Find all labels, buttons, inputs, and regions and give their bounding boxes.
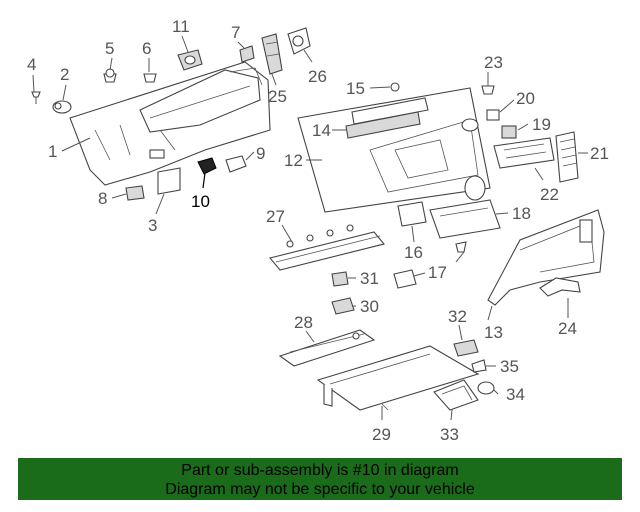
part-25-bracket — [261, 33, 283, 75]
part-5-clip — [103, 68, 117, 83]
part-7-bracket — [239, 45, 255, 63]
callout-17: 17 — [428, 263, 447, 282]
callout-18: 18 — [512, 204, 531, 223]
callout-11: 11 — [172, 17, 190, 36]
callout-26: 26 — [308, 67, 327, 86]
banner-line-1: Part or sub-assembly is #10 in diagram — [181, 462, 459, 479]
callout-6: 6 — [142, 39, 151, 58]
callout-3: 3 — [148, 216, 157, 235]
part-6-clip — [143, 73, 157, 83]
callout-27: 27 — [266, 207, 285, 226]
callout-28: 28 — [294, 313, 313, 332]
callout-31: 31 — [360, 269, 379, 288]
callout-21: 21 — [590, 144, 609, 163]
part-18-tray — [429, 175, 501, 239]
part-12-quarter-panel — [297, 87, 491, 213]
part-17-clip — [455, 241, 467, 253]
callout-7: 7 — [231, 23, 240, 42]
callout-24: 24 — [558, 319, 577, 338]
callout-20: 20 — [516, 89, 535, 108]
part-27-tonneau-cover — [269, 224, 385, 271]
callout-22: 22 — [540, 185, 559, 204]
callout-19: 19 — [532, 115, 551, 134]
callout-12: 12 — [284, 151, 303, 170]
callout-5: 5 — [105, 39, 114, 58]
part-13-lower-trim — [487, 209, 605, 306]
part-15-clip — [390, 82, 400, 92]
part-17b-cup — [393, 269, 417, 289]
callout-1: 1 — [48, 142, 57, 161]
callout-4: 4 — [27, 55, 36, 74]
part-23-clip — [481, 85, 495, 95]
part-29-deck-board — [316, 345, 480, 411]
part-20-clip — [486, 109, 500, 121]
callout-2: 2 — [60, 65, 69, 84]
part-19-clip — [501, 125, 517, 139]
part-4-screw — [31, 91, 41, 104]
part-3-pad — [157, 167, 181, 195]
callout-35: 35 — [500, 357, 519, 376]
part-1-headliner — [69, 61, 271, 186]
part-22-garnish — [493, 137, 555, 169]
part-21-vent — [555, 131, 579, 183]
callout-14: 14 — [312, 121, 331, 140]
part-11-bracket — [177, 49, 203, 71]
callout-25: 25 — [268, 87, 287, 106]
part-8-clip — [125, 185, 145, 201]
part-2-clip — [52, 100, 72, 114]
callout-34: 34 — [506, 385, 525, 404]
part-24-hook — [539, 277, 581, 297]
callout-10: 10 — [191, 192, 210, 211]
part-31-clip — [331, 271, 349, 287]
part-26-lamp — [287, 27, 311, 55]
callout-16: 16 — [404, 243, 423, 262]
parts-diagram: 1 2 3 4 5 6 7 8 9 10 11 12 13 14 15 16 1… — [27, 17, 609, 444]
callout-33: 33 — [440, 425, 459, 444]
part-9-clip — [225, 155, 247, 173]
part-34-clip — [477, 381, 495, 395]
info-banner: Part or sub-assembly is #10 in diagram D… — [18, 458, 622, 500]
part-16-box — [397, 201, 427, 227]
callout-30: 30 — [360, 297, 379, 316]
part-10-highlighted — [197, 157, 217, 189]
callout-8: 8 — [98, 189, 107, 208]
callout-13: 13 — [484, 323, 503, 342]
part-28-panel — [278, 329, 376, 367]
leader-lines — [32, 35, 588, 421]
banner-line-2: Diagram may not be specific to your vehi… — [165, 481, 475, 498]
part-33-cover — [433, 379, 479, 411]
callout-labels: 1 2 3 4 5 6 7 8 9 10 11 12 13 14 15 16 1… — [27, 17, 609, 444]
part-32-clip — [453, 339, 479, 357]
callout-32: 32 — [448, 307, 467, 326]
callout-9: 9 — [256, 144, 265, 163]
callout-29: 29 — [372, 425, 391, 444]
part-35-clip — [471, 359, 487, 373]
callout-15: 15 — [346, 79, 365, 98]
callout-23: 23 — [484, 53, 503, 72]
part-30-clip — [331, 297, 355, 315]
